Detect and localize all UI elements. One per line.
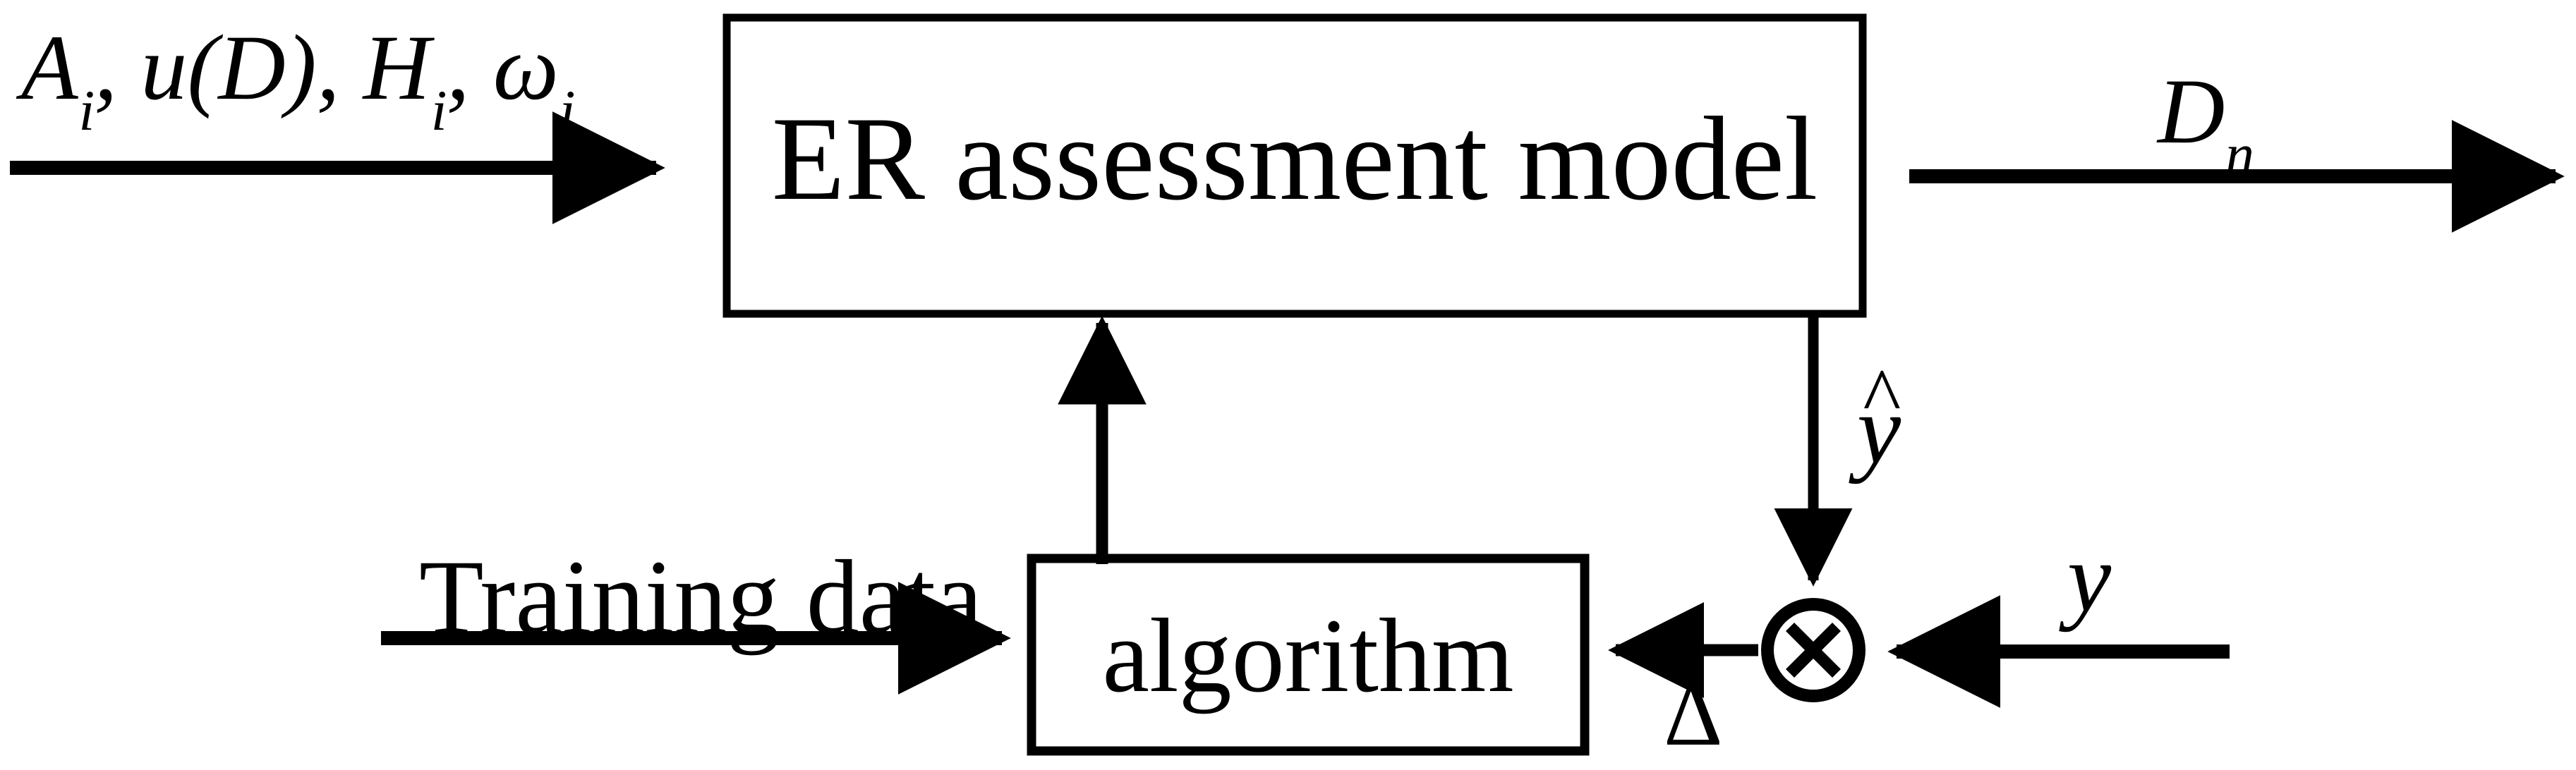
block-algorithm [1027,554,1590,756]
output-variable-label: Dn [2158,59,2255,186]
training-data-label: Training data [419,539,983,656]
algorithm-title: algorithm [1102,597,1514,714]
input-variables-label: Ai, u(D), Hi, ωi [21,21,575,140]
hat-accent-icon: ^ [1863,351,1901,441]
delta-label: Δ [1664,664,1723,765]
input-term-A: Ai [21,16,95,142]
y-true-label: y [2067,523,2112,632]
y-hat-label: ^y [1857,351,1901,484]
er-model-title: ER assessment model [771,92,1818,225]
input-term-H: Hi [363,16,447,142]
input-sep-3: , [446,16,493,119]
input-sep-2: , [316,16,363,119]
input-term-omega: ωi [492,16,576,142]
block-er-assessment-model [722,13,1867,318]
summing-junction-node [1761,598,1866,702]
input-term-uD: u(D) [140,16,317,119]
input-sep-1: , [94,16,141,119]
